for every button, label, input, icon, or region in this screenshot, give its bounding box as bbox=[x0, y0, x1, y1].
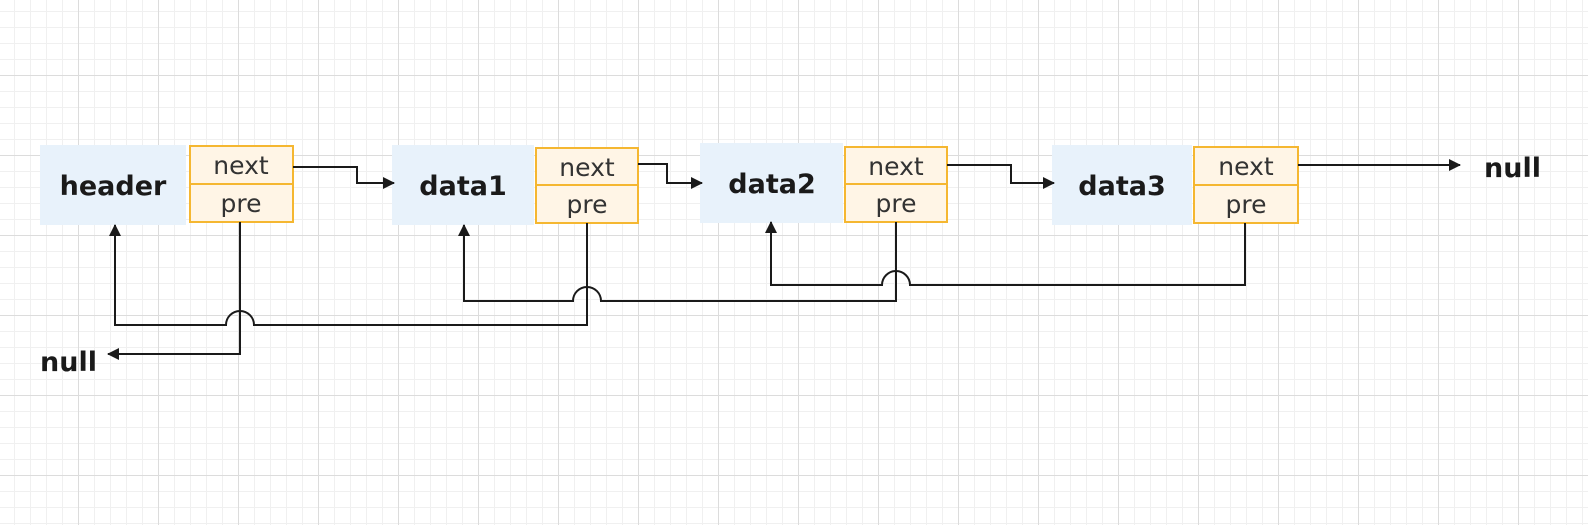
node-header-body bbox=[40, 145, 186, 225]
node-data1-next-field bbox=[535, 147, 639, 186]
node-data1-next-label: next bbox=[559, 153, 615, 182]
null-label-right: null bbox=[1484, 153, 1541, 184]
node-data2: data2 next pre bbox=[700, 143, 948, 223]
next-link-data2-to-data3 bbox=[947, 164, 1055, 189]
next-link-header-to-data1 bbox=[293, 166, 395, 189]
pre-link-data3-to-data2 bbox=[765, 221, 1246, 286]
next-link-data1-to-data2 bbox=[638, 163, 703, 189]
node-data1-label: data1 bbox=[419, 171, 506, 202]
node-data2-pre-label: pre bbox=[876, 189, 917, 218]
node-data3-next-field bbox=[1193, 146, 1299, 186]
node-data2-next-label: next bbox=[868, 152, 924, 181]
node-header-next-label: next bbox=[213, 151, 269, 180]
node-data1: data1 next pre bbox=[392, 145, 639, 225]
node-data3-body bbox=[1052, 145, 1192, 225]
node-header-pre-field bbox=[189, 183, 294, 223]
node-header-next-field bbox=[189, 145, 294, 185]
node-data2-body bbox=[700, 143, 843, 223]
null-label-left: null bbox=[40, 347, 97, 378]
pre-link-header-to-null bbox=[107, 222, 241, 360]
node-header-label: header bbox=[60, 171, 167, 202]
pre-link-data1-to-header bbox=[109, 223, 588, 326]
node-data2-label: data2 bbox=[728, 169, 815, 200]
node-data3-pre-label: pre bbox=[1226, 190, 1267, 219]
node-data3-label: data3 bbox=[1078, 171, 1165, 202]
node-data1-body bbox=[392, 145, 534, 225]
node-header-pre-label: pre bbox=[221, 189, 262, 218]
node-header: header next pre bbox=[40, 145, 294, 225]
node-data1-pre-label: pre bbox=[567, 190, 608, 219]
node-data3: data3 next pre bbox=[1052, 145, 1299, 225]
node-data3-next-label: next bbox=[1218, 152, 1274, 181]
pre-link-data2-to-data1 bbox=[458, 222, 897, 302]
